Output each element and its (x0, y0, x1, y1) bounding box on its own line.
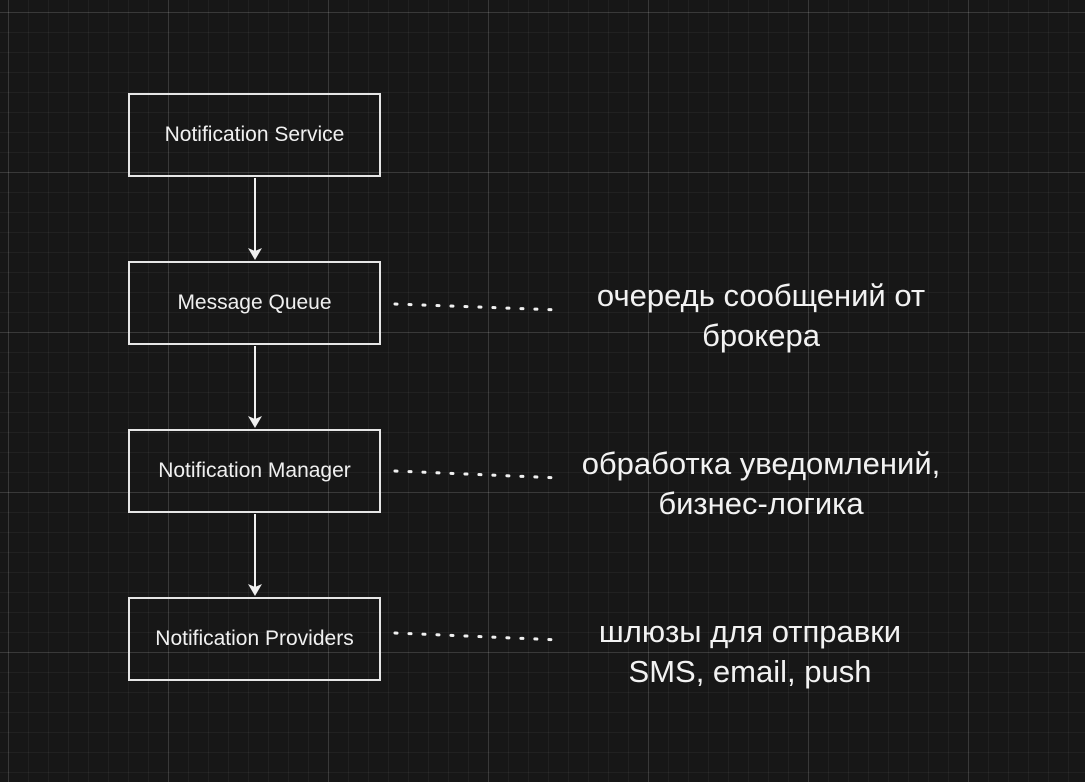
dotted-link-queue (393, 302, 562, 312)
node-notification-service[interactable]: Notification Service (128, 93, 381, 177)
annotation-line: обработка уведомлений, (581, 446, 941, 481)
node-label: Notification Manager (158, 459, 351, 482)
node-label: Notification Service (164, 123, 345, 146)
dotted-link-providers (393, 631, 562, 642)
dotted-link-manager (393, 469, 562, 480)
annotation-line: SMS, email, push (628, 654, 872, 689)
node-notification-manager[interactable]: Notification Manager (128, 429, 381, 513)
annotation-line: очередь сообщений от (596, 278, 926, 313)
node-notification-providers[interactable]: Notification Providers (128, 597, 381, 681)
annotation-line: шлюзы для отправки (598, 614, 902, 649)
annotation-message-queue: очередь сообщений от брокера (551, 276, 971, 356)
annotation-notification-providers: шлюзы для отправки SMS, email, push (540, 612, 960, 692)
node-message-queue[interactable]: Message Queue (128, 261, 381, 345)
node-label: Notification Providers (155, 627, 354, 650)
node-label: Message Queue (177, 291, 332, 314)
annotation-notification-manager: обработка уведомлений, бизнес-логика (551, 444, 971, 524)
annotation-line: бизнес-логика (658, 486, 864, 521)
annotation-line: брокера (702, 318, 820, 353)
